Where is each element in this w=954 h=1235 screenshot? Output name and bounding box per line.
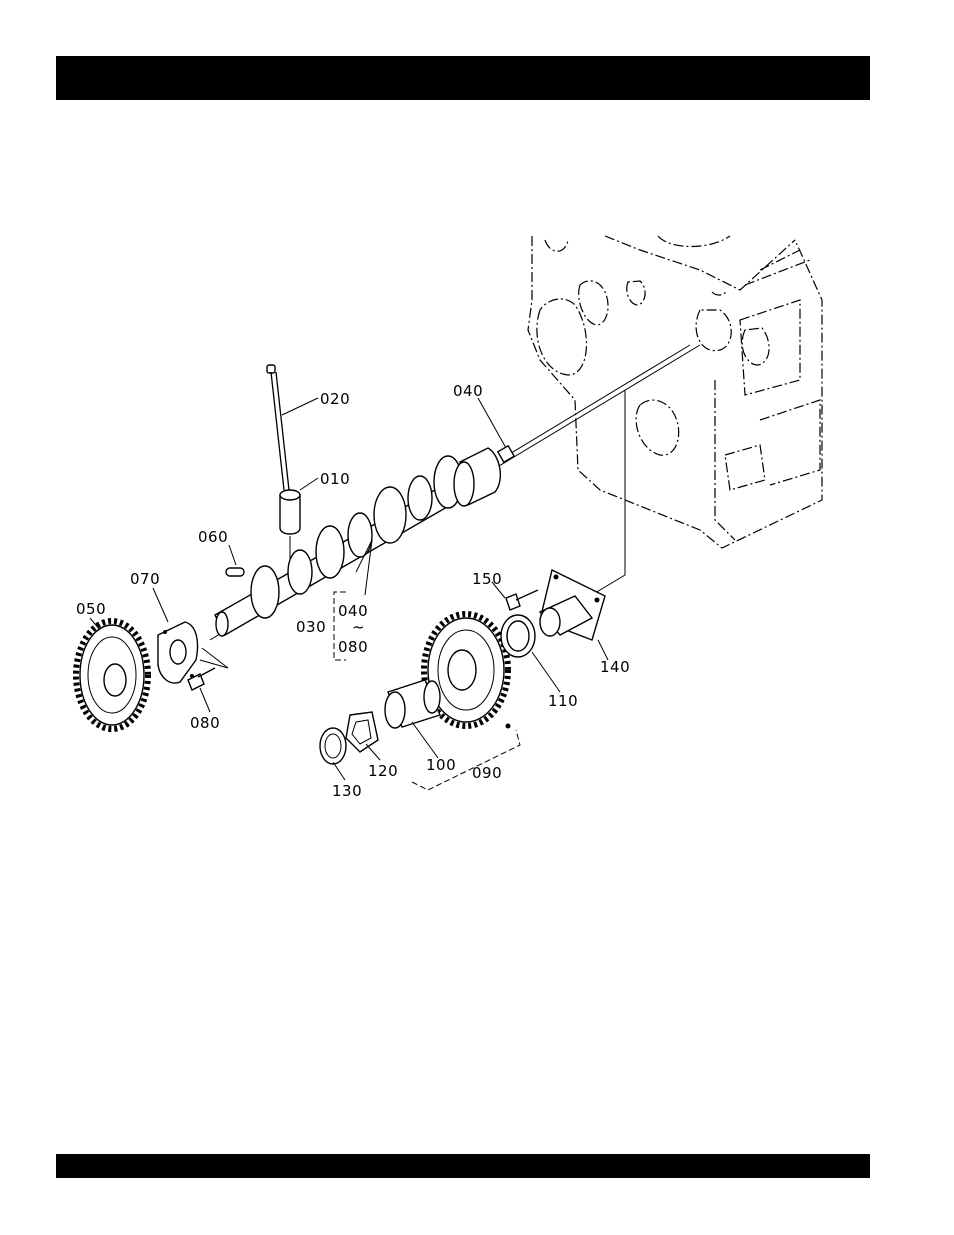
callout-080: 080 xyxy=(190,714,220,732)
callout-140: 140 xyxy=(600,658,630,676)
callout-010: 010 xyxy=(320,470,350,488)
idle-gear-shaft xyxy=(540,570,605,640)
housing-leader-line xyxy=(575,390,625,605)
callout-110: 110 xyxy=(548,692,578,710)
tappet xyxy=(280,490,300,560)
plug xyxy=(498,446,514,462)
callout-090: 090 xyxy=(472,764,502,782)
cam-gear xyxy=(76,621,163,729)
callout-050: 050 xyxy=(76,600,106,618)
callout-100: 100 xyxy=(426,756,456,774)
callout-060: 060 xyxy=(198,528,228,546)
bolt-150 xyxy=(506,590,538,610)
footer-bar xyxy=(56,1154,870,1178)
callout-080-range: 080 xyxy=(338,638,368,656)
callout-070: 070 xyxy=(130,570,160,588)
callout-040-top: 040 xyxy=(453,382,483,400)
engine-block-outline xyxy=(528,236,822,548)
plug-leader-line xyxy=(508,345,690,455)
callout-020: 020 xyxy=(320,390,350,408)
callout-range-tilde: ~ xyxy=(352,618,365,636)
callout-150: 150 xyxy=(472,570,502,588)
collar xyxy=(501,615,535,657)
thrust-plate xyxy=(158,622,198,683)
thrust-washer xyxy=(346,712,378,752)
bushing xyxy=(385,680,440,728)
push-rod xyxy=(267,365,289,490)
callout-130: 130 xyxy=(332,782,362,800)
feather-key xyxy=(226,568,244,576)
callout-030: 030 xyxy=(296,618,326,636)
circlip xyxy=(320,728,346,764)
callout-120: 120 xyxy=(368,762,398,780)
